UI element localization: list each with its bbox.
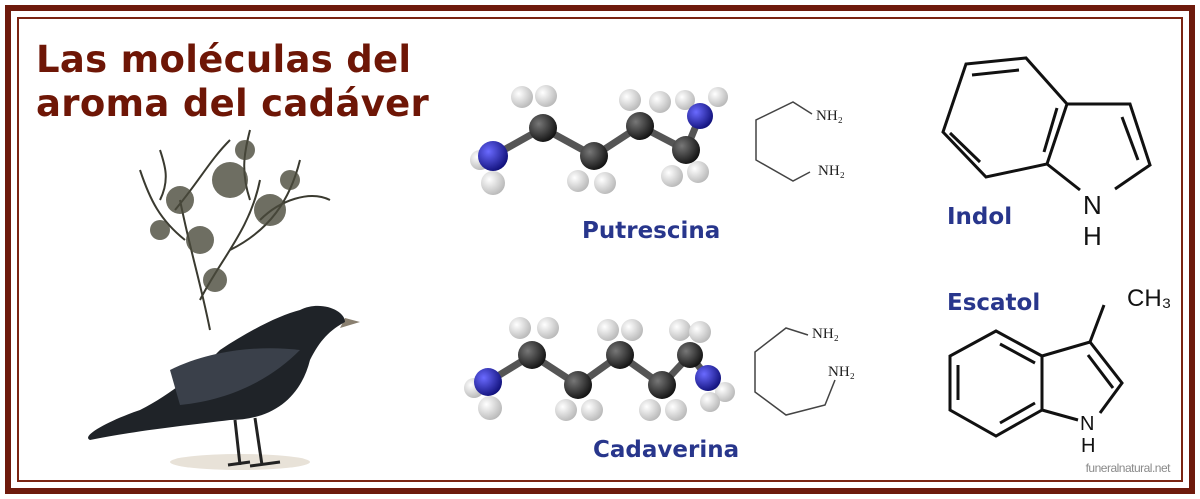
cadaverine-label: Cadaverina: [593, 437, 740, 463]
skatole-h-label: H: [1081, 435, 1095, 457]
skatole-n-label: N: [1080, 413, 1094, 435]
inner-frame: [17, 17, 1183, 482]
putrescine-nh2-bottom: NH₂: [818, 163, 845, 179]
raven-illustration: [88, 129, 360, 470]
putrescine-nh2-top: NH₂: [816, 108, 843, 124]
indole-label: Indol: [947, 204, 1013, 230]
indole-n-label: N: [1083, 190, 1102, 220]
cadaverine-nh2-bottom: NH₂: [828, 364, 855, 380]
indole-structure: [941, 56, 1152, 192]
outer-frame: [5, 5, 1195, 494]
indole-h-label: H: [1083, 221, 1102, 251]
cadaverine-skeletal-formula: [754, 327, 836, 416]
skatole-ch3-label: CH₃: [1127, 285, 1171, 312]
putrescine-skeletal-formula: [755, 101, 813, 182]
cadaverine-nh2-top: NH₂: [812, 326, 839, 342]
cadaverine-3d-model: [464, 317, 735, 421]
title-line-1: Las moléculas del: [36, 38, 412, 81]
skatole-label: Escatol: [947, 290, 1041, 316]
site-credit: funeralnatural.net: [1085, 461, 1171, 475]
putrescine-3d-model: [470, 85, 728, 195]
skatole-structure: [948, 304, 1124, 438]
page-title: Las moléculas del aroma del cadáver: [36, 38, 429, 126]
title-line-2: aroma del cadáver: [36, 82, 430, 125]
putrescine-label: Putrescina: [582, 218, 721, 244]
